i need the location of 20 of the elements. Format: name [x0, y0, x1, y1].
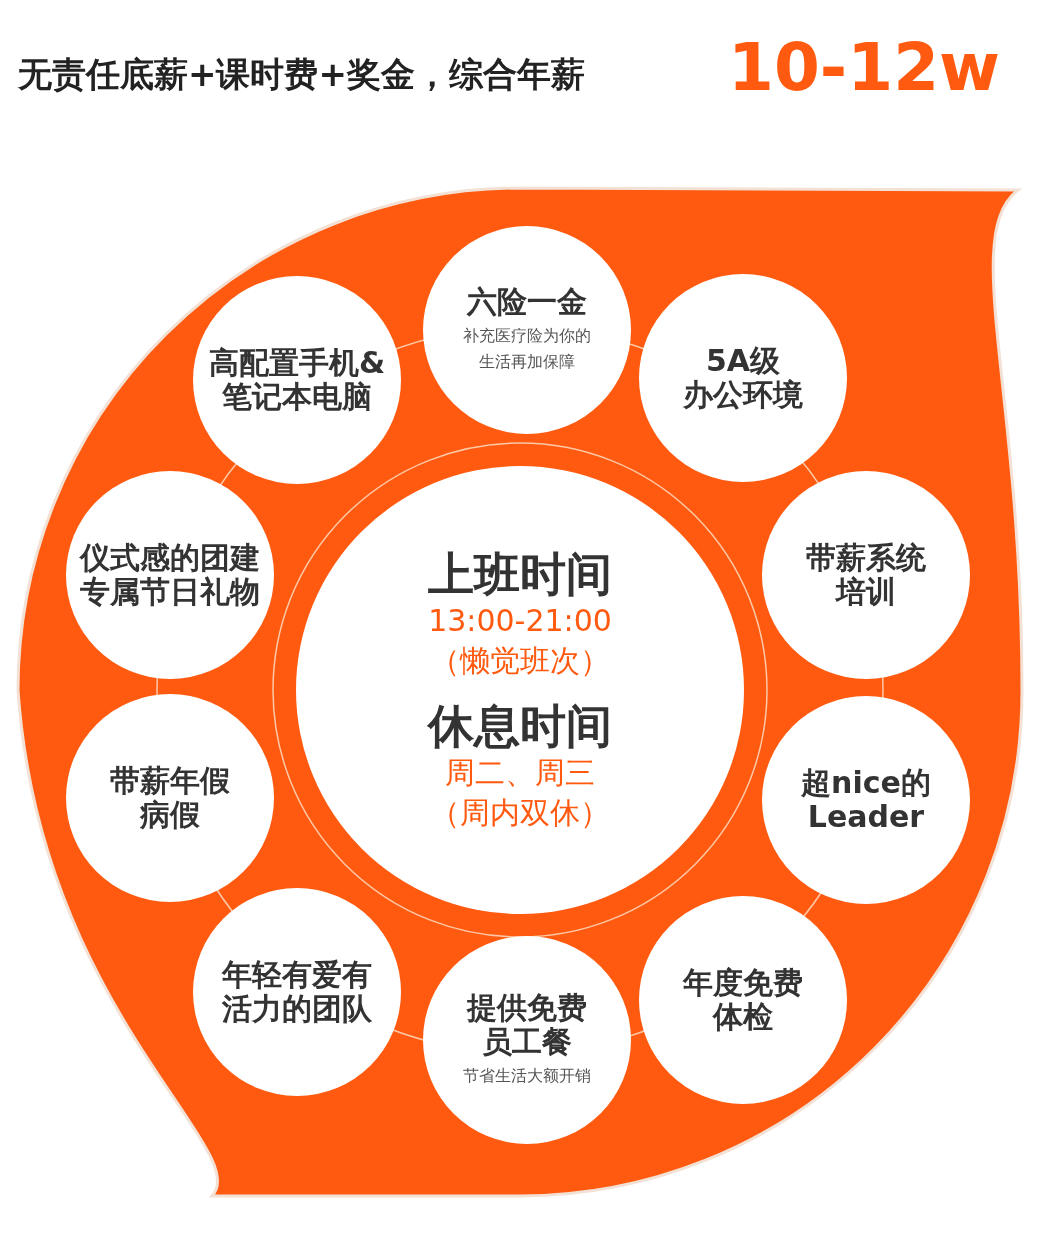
schedule-detail: （周内双休）: [430, 794, 610, 832]
benefit-heading: 高配置手机&笔记本电脑: [208, 346, 386, 414]
benefit-heading: 提供免费员工餐: [467, 991, 587, 1059]
benefit-heading: 仪式感的团建专属节日礼物: [80, 541, 260, 609]
schedule-detail: （懒觉班次）: [430, 642, 610, 680]
benefit-heading: 六险一金: [467, 285, 587, 319]
benefit-heading: 超nice的Leader: [801, 766, 931, 834]
benefit-heading: 年轻有爱有活力的团队: [222, 958, 372, 1026]
schedule-heading: 上班时间: [428, 547, 612, 601]
benefit-heading: 带薪年假病假: [110, 764, 230, 832]
benefit-heading: 5A级办公环境: [683, 344, 803, 412]
schedule-detail: 周二、周三: [445, 754, 595, 792]
benefit-note: 节省生活大额开销: [463, 1065, 591, 1087]
schedule-heading: 休息时间: [428, 699, 612, 753]
benefit-heading: 年度免费体检: [683, 966, 803, 1034]
benefit-heading: 带薪系统培训: [806, 541, 926, 609]
benefit-note: 补充医疗险为你的生活再加保障: [463, 325, 591, 373]
title: 无责任底薪+课时费+奖金，综合年薪: [18, 53, 585, 96]
schedule-detail: 13:00-21:00: [428, 602, 612, 640]
salary-figure: 10-12w: [728, 28, 1001, 108]
